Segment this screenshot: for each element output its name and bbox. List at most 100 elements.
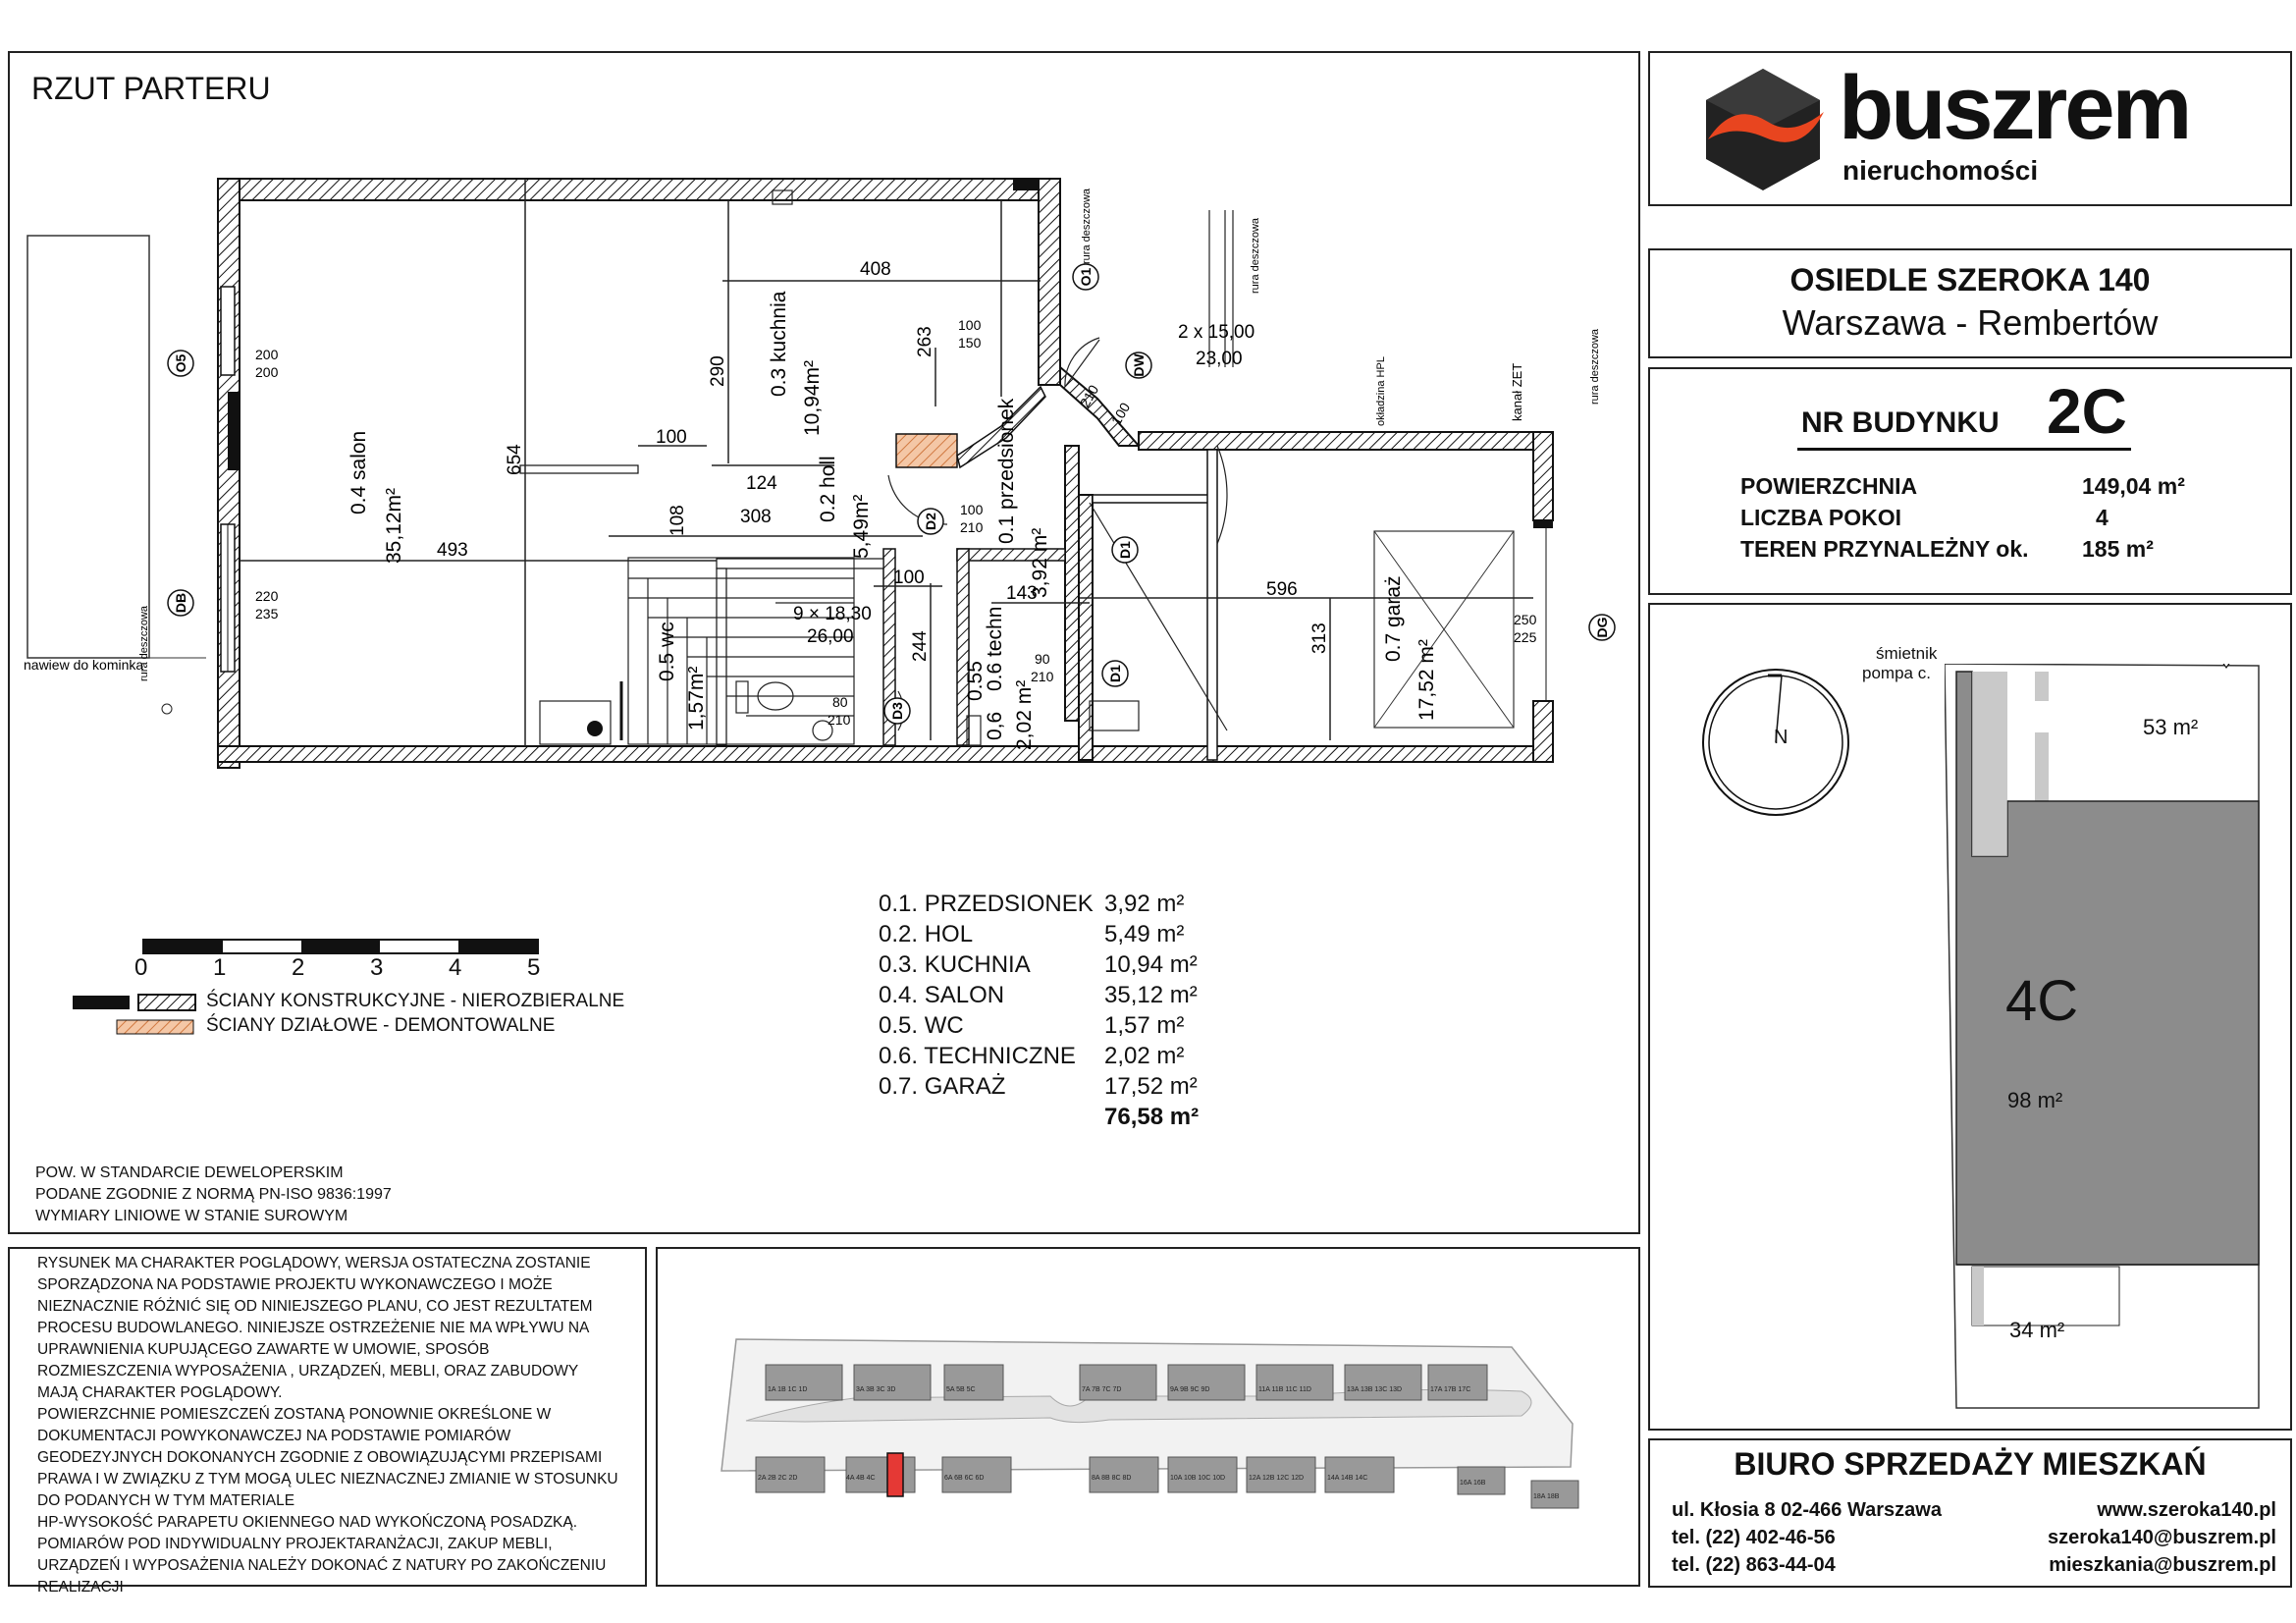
dim-100b: 100 bbox=[893, 568, 925, 588]
d1-b: 210 bbox=[1031, 669, 1054, 684]
o5-a: 200 bbox=[255, 347, 279, 362]
legend-orange-swatch bbox=[116, 1019, 194, 1035]
holl-area: 5,49m² bbox=[850, 495, 873, 559]
standard-notes: POW. W STANDARCIE DEWELOPERSKIM PODANE Z… bbox=[35, 1163, 392, 1227]
disclaimer-line: ROZMIESZCZENIA WYPOSAŻENIA , URZĄDZEŃ, M… bbox=[37, 1363, 579, 1380]
small-a: 0.55 bbox=[964, 661, 987, 701]
tag-d1b: D1 bbox=[1107, 665, 1123, 682]
dim-493: 493 bbox=[437, 540, 468, 561]
disclaimer-panel: RYSUNEK MA CHARAKTER POGLĄDOWY, WERSJA O… bbox=[8, 1247, 647, 1596]
d3-b: 210 bbox=[828, 712, 851, 728]
scale-tick-3: 3 bbox=[370, 954, 384, 981]
building-underline bbox=[1797, 448, 2131, 451]
room-name: 0.5. WC bbox=[879, 1011, 964, 1039]
fact-label: POWIERZCHNIA bbox=[1740, 473, 1918, 499]
dg-b: 225 bbox=[1514, 629, 1537, 645]
garaz-label: 0.7 garaż bbox=[1382, 575, 1405, 662]
wall-top bbox=[217, 178, 1061, 201]
rura-1: rura deszczowa bbox=[138, 605, 150, 681]
sales-email-2[interactable]: mieszkania@buszrem.pl bbox=[2049, 1554, 2276, 1576]
d1-a: 90 bbox=[1035, 651, 1050, 667]
kominek: nawiew do kominka bbox=[24, 657, 143, 673]
room-name: 0.6. TECHNICZNE bbox=[879, 1042, 1076, 1069]
dim-308: 308 bbox=[740, 507, 772, 527]
tag-dw: DW bbox=[1131, 353, 1147, 377]
legend-black-swatch bbox=[73, 996, 130, 1009]
dim-654: 654 bbox=[505, 444, 525, 475]
sales-email-1[interactable]: szeroka140@buszrem.pl bbox=[2048, 1527, 2276, 1548]
sales-web-link[interactable]: www.szeroka140.pl bbox=[2097, 1499, 2276, 1521]
disclaimer-line: POMIARÓW POD INDYWIDUALNY PROJEKTARANŻAC… bbox=[37, 1536, 553, 1552]
site-label-top: 9A 9B 9C 9D bbox=[1170, 1386, 1209, 1393]
db-a: 220 bbox=[255, 588, 279, 604]
site-label-top: 13A 13B 13C 13D bbox=[1347, 1386, 1402, 1393]
room-area: 35,12 m² bbox=[1104, 981, 1198, 1008]
scale-tick-4: 4 bbox=[449, 954, 462, 981]
tag-db: DB bbox=[173, 593, 188, 613]
scale-bar bbox=[142, 939, 539, 954]
tag-d3: D3 bbox=[889, 702, 905, 720]
disclaimer-line: NIEZNACZNIE RÓŻNIĆ SIĘ OD NINIEJSZEGO PL… bbox=[37, 1298, 593, 1315]
techn-label: 0.6 techn bbox=[984, 607, 1006, 691]
fact-label: TEREN PRZYNALEŻNY ok. bbox=[1740, 536, 2029, 562]
rura-3: rura deszczowa bbox=[1250, 217, 1261, 294]
plot-area-bottom: 34 m² bbox=[2009, 1318, 2065, 1342]
fact-value: 4 bbox=[2096, 505, 2109, 530]
scale-tick-1: 1 bbox=[213, 954, 227, 981]
plot-map bbox=[1945, 664, 2260, 1409]
stairs-a: 9 × 18,30 bbox=[793, 604, 872, 624]
wall-garage-right bbox=[1532, 431, 1554, 521]
fact-label: LICZBA POKOI bbox=[1740, 505, 1901, 530]
oblad: okładzina HPL bbox=[1375, 356, 1387, 426]
site-label-bottom: 18A 18B bbox=[1533, 1493, 1560, 1500]
site-label-bottom: 14A 14B 14C bbox=[1327, 1475, 1367, 1482]
plan-title: RZUT PARTERU bbox=[31, 71, 271, 106]
floor-plan-panel: RZUT PARTERU bbox=[8, 51, 1640, 1234]
sales-phone-1: tel. (22) 402-46-56 bbox=[1672, 1527, 1836, 1548]
kanal: kanał ZET bbox=[1510, 363, 1524, 421]
dim-143: 143 bbox=[1006, 583, 1038, 604]
site-map: 1A 1B 1C 1D 3A 3B 3C 3D 5A 5B 5C 7A 7B 7… bbox=[721, 1338, 1579, 1509]
disclaimer-line: PRAWA I W ZWIĄZKU Z TYM MOGĄ ULEC NIEZNA… bbox=[37, 1471, 618, 1488]
fact-value: 149,04 m² bbox=[2082, 473, 2185, 499]
dim-100a: 100 bbox=[656, 427, 687, 448]
room-total: 76,58 m² bbox=[1104, 1103, 1200, 1130]
stairs-b: 26,00 bbox=[807, 626, 854, 647]
site-label-bottom: 4A 4B 4C bbox=[846, 1475, 876, 1482]
room-area: 5,49 m² bbox=[1104, 920, 1185, 947]
site-label-bottom: 8A 8B 8C 8D bbox=[1092, 1475, 1131, 1482]
wall-bottom bbox=[217, 745, 1554, 763]
wall-garage-top bbox=[1138, 431, 1554, 451]
site-label-bottom: 12A 12B 12C 12D bbox=[1249, 1475, 1304, 1482]
plot-unit-label: 4C bbox=[2005, 969, 2079, 1033]
note-line: PODANE ZGODNIE Z NORMĄ PN-ISO 9836:1997 bbox=[35, 1186, 392, 1203]
estate-panel: OSIEDLE SZEROKA 140 Warszawa - Rembertów bbox=[1648, 248, 2292, 358]
floor-plan-drawing: O5 DB O1 DW D2 D1 D1 D3 DG 408 493 654 2… bbox=[24, 178, 1616, 769]
steps-b: 23,00 bbox=[1196, 349, 1243, 369]
db-b: 235 bbox=[255, 606, 279, 622]
dim-313: 313 bbox=[1309, 622, 1330, 654]
wall-garage-left bbox=[1078, 494, 1094, 761]
disclaimer-line: HP-WYSOKOŚĆ PARAPETU OKIENNEGO NAD WYKOŃ… bbox=[37, 1514, 578, 1531]
room-name: 0.7. GARAŻ bbox=[879, 1072, 1006, 1100]
room-area: 2,02 m² bbox=[1104, 1042, 1185, 1069]
holl-label: 0.2 holl bbox=[817, 456, 839, 522]
site-label-bottom: 6A 6B 6C 6D bbox=[944, 1475, 984, 1482]
dg-a: 250 bbox=[1514, 612, 1537, 627]
site-label-top: 11A 11B 11C 11D bbox=[1258, 1386, 1311, 1393]
disclaimer-line: SPORZĄDZONA NA PODSTAWIE PROJEKTU WYKONA… bbox=[37, 1276, 553, 1293]
dim-108: 108 bbox=[667, 505, 688, 536]
room-area: 10,94 m² bbox=[1104, 950, 1198, 978]
disclaimer-line: POWIERZCHNIE POMIESZCZEŃ ZOSTANĄ PONOWNI… bbox=[37, 1406, 552, 1423]
fact-value: 185 m² bbox=[2082, 536, 2154, 562]
sales-title: BIURO SPRZEDAŻY MIESZKAŃ bbox=[1734, 1446, 2207, 1482]
compass-icon bbox=[1702, 669, 1849, 816]
small-b: 0,6 bbox=[984, 712, 1006, 740]
d2-b: 210 bbox=[960, 519, 984, 535]
disclaimer-line: MAJĄ CHARAKTER POGLĄDOWY. bbox=[37, 1384, 283, 1401]
